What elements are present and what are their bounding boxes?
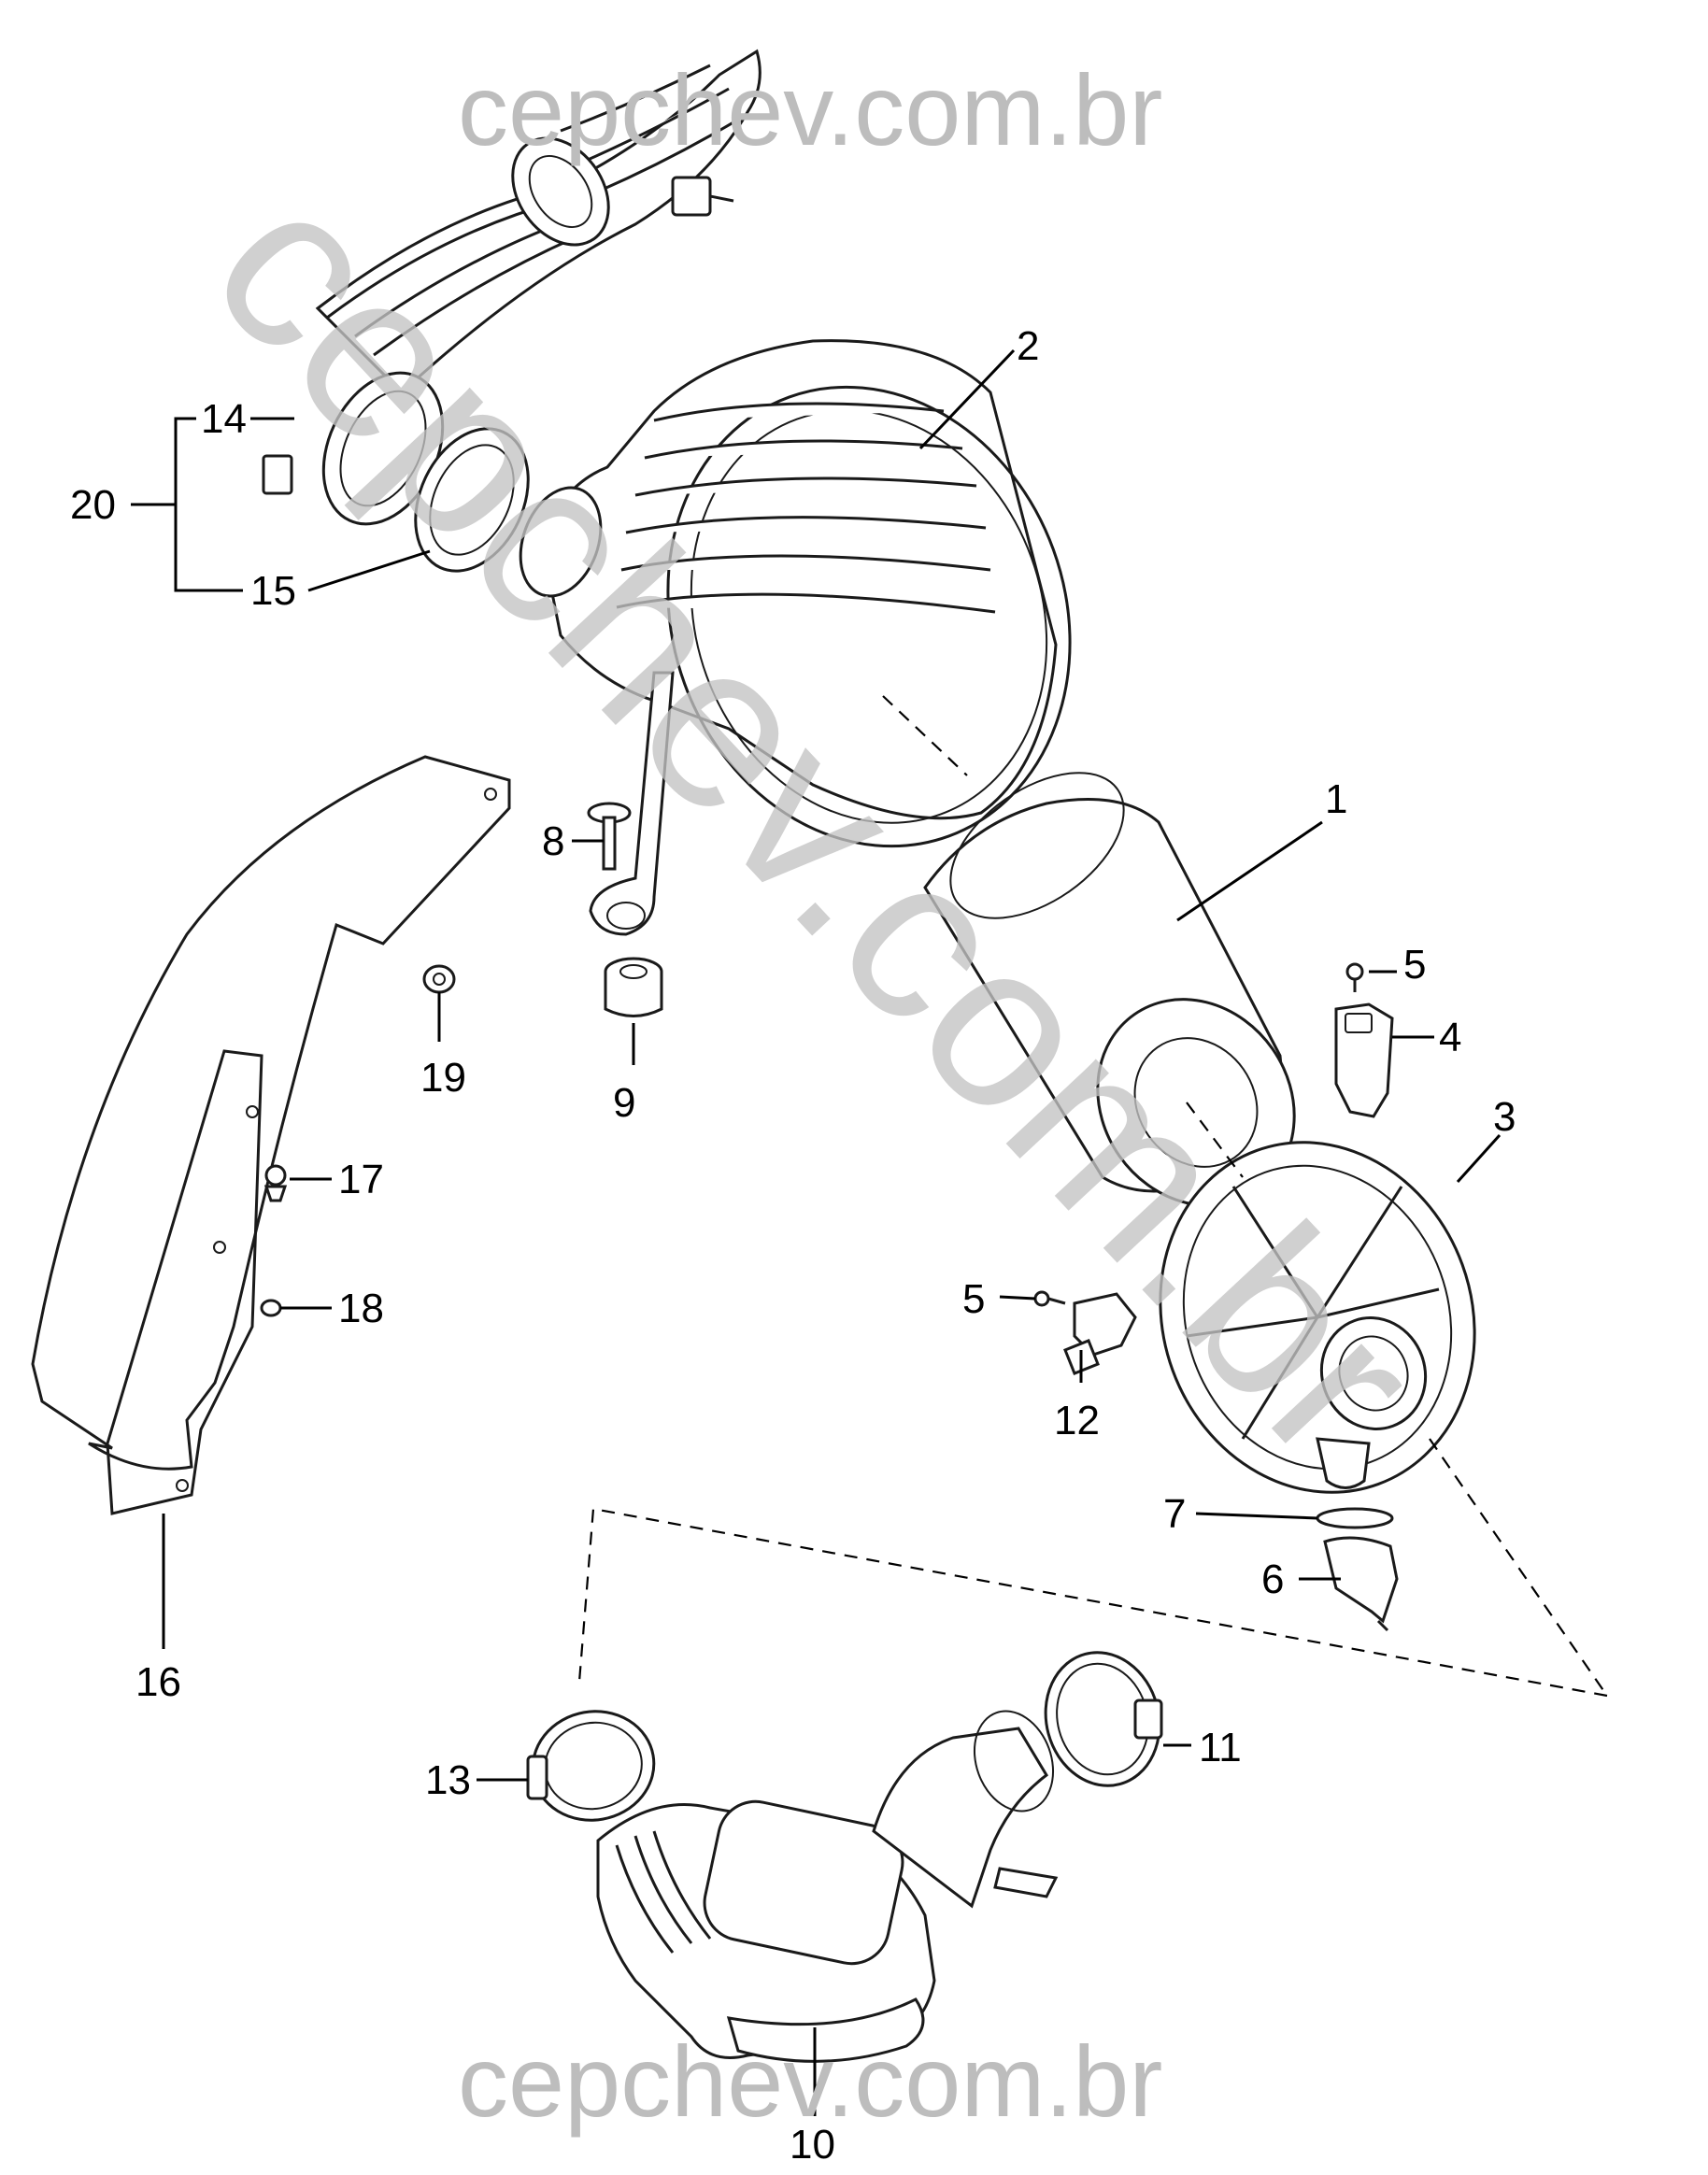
part-4-sensor[interactable]: [1334, 1002, 1394, 1118]
watermark-bottom: cepchev.com.br: [458, 2025, 1162, 2138]
callout-11: 11: [1199, 1725, 1242, 1770]
part-17-push-clip[interactable]: [263, 1164, 288, 1202]
callout-20: 20: [70, 482, 116, 528]
callout-13: 13: [425, 1757, 471, 1803]
callout-numbers: 1 2 3 4 5 5 6 7 8 9 10 11 12 13 14 15 16…: [70, 323, 1516, 2168]
part-15-seal-ring[interactable]: [393, 410, 549, 589]
callout-9: 9: [613, 1080, 635, 1126]
callout-3: 3: [1493, 1094, 1516, 1140]
callout-7: 7: [1163, 1491, 1186, 1537]
callout-4: 4: [1439, 1015, 1461, 1060]
part-11-hose-clamp[interactable]: [1031, 1640, 1174, 1798]
callout-12: 12: [1054, 1398, 1100, 1443]
part-16-deflector-panel[interactable]: [31, 755, 511, 1515]
part-7-small-clamp[interactable]: [1316, 1507, 1394, 1529]
part-8-bolt[interactable]: [587, 802, 632, 871]
callout-5-upper: 5: [1403, 942, 1426, 988]
watermark-top: cepchev.com.br: [458, 53, 1162, 166]
part-18-small-nut[interactable]: [260, 1299, 282, 1317]
callout-8: 8: [542, 818, 564, 864]
part-5-screw-upper[interactable]: [1345, 962, 1364, 992]
callout-14: 14: [201, 396, 247, 442]
callout-2: 2: [1017, 323, 1039, 369]
callout-16: 16: [135, 1659, 181, 1705]
part-6-drain-valve[interactable]: [1323, 1536, 1399, 1632]
part-3-air-cleaner-cover[interactable]: [1112, 1098, 1523, 1537]
part-1-filter-element[interactable]: [923, 744, 1334, 1244]
part-19-nut[interactable]: [422, 964, 456, 994]
callout-17: 17: [338, 1157, 384, 1202]
part-13-hose-clamp[interactable]: [524, 1702, 662, 1830]
callout-1: 1: [1325, 776, 1347, 822]
part-5-screw-lower[interactable]: [1033, 1290, 1066, 1307]
callout-15: 15: [250, 568, 296, 614]
callout-18: 18: [338, 1286, 384, 1331]
assembly-dashed-lines: [577, 695, 1608, 1698]
leader-lines: [131, 348, 1502, 2116]
callout-10: 10: [790, 2122, 835, 2168]
callout-5-lower: 5: [962, 1276, 985, 1322]
callout-6: 6: [1261, 1557, 1284, 1602]
callout-19: 19: [420, 1055, 466, 1101]
part-10-intake-duct-resonator[interactable]: [596, 1700, 1066, 2063]
part-2-air-cleaner-housing[interactable]: [506, 330, 1133, 936]
part-9-bushing[interactable]: [604, 957, 663, 1017]
part-14-intake-hose[interactable]: [262, 49, 761, 544]
